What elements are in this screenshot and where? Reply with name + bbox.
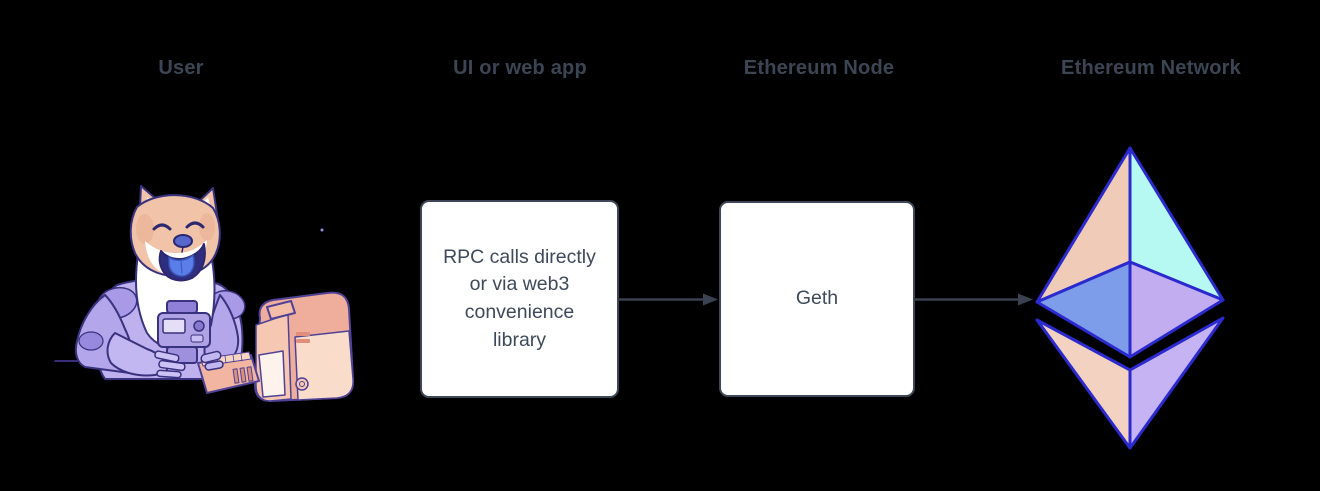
right-eye	[185, 221, 205, 229]
right-glove	[200, 350, 224, 371]
retro-computer	[254, 291, 355, 402]
ui-web-app-box: RPC calls directly or via web3 convenien…	[420, 200, 619, 398]
vent-circle	[295, 377, 309, 391]
ui-box-text: RPC calls directly or via web3 convenien…	[443, 245, 596, 351]
label-ui-or-web-app: UI or web app	[453, 57, 587, 79]
label-ethereum-node: Ethereum Node	[743, 57, 895, 79]
label-ethereum-network: Ethereum Network	[1061, 57, 1241, 79]
arrow-node-to-network	[914, 293, 1033, 306]
doge-astronaut-illustration	[54, 185, 355, 402]
label-user: User	[158, 57, 204, 79]
sparkle	[320, 228, 324, 232]
arrow-ui-to-node	[618, 293, 718, 306]
ethereum-node-box: Geth	[719, 201, 915, 397]
node-box-text: Geth	[795, 287, 839, 310]
ethereum-logo	[1035, 146, 1225, 450]
handle-indent	[266, 300, 296, 320]
left-glove	[106, 332, 186, 379]
eth-face-base-right	[1128, 316, 1225, 450]
eth-face-lower-right	[1128, 260, 1225, 359]
nose	[173, 234, 193, 248]
left-eye	[152, 223, 172, 231]
